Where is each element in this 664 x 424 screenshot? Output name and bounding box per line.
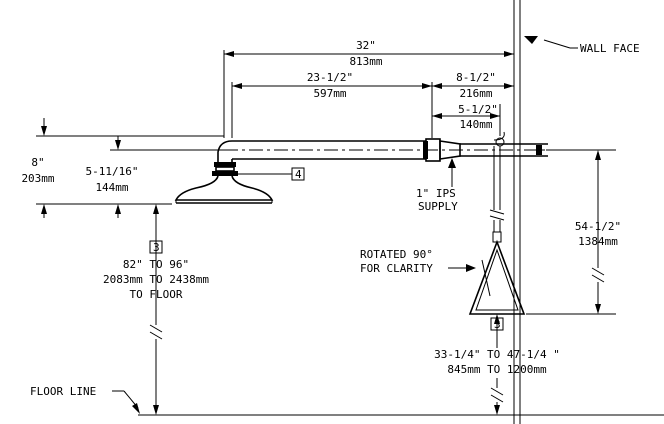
dim-supply-offset-metric: 140mm (459, 118, 492, 131)
supply-label-line1: 1" IPS (416, 187, 456, 200)
dim-supply-offset-imperial: 5-1/2" (458, 103, 498, 116)
showerhead (174, 162, 274, 204)
dim-overall-metric: 813mm (349, 55, 382, 68)
rotated-label-line2: FOR CLARITY (360, 262, 433, 275)
dim-handle-floor-imperial: 33-1/4" TO 47-1/4 " (434, 348, 560, 361)
dim-handle-floor-metric: 845mm TO 1200mm (447, 363, 547, 376)
dim-arm-metric: 597mm (313, 87, 346, 100)
dim-handle-to-floor: 3 33-1/4" TO 47-1/4 " 845mm TO 1200mm (434, 314, 560, 415)
dim-head-floor-imperial: 82" TO 96" (123, 258, 189, 271)
dim-pull-rod-imperial: 54-1/2" (575, 220, 621, 233)
supply-label-line2: SUPPLY (418, 200, 458, 213)
dim-head-drop: 8" 203mm (21, 118, 224, 218)
rotated-label: ROTATED 90° FOR CLARITY (360, 248, 476, 275)
dim-head-drop-imperial: 8" (31, 156, 44, 169)
dim-head-to-floor: 3 82" TO 96" 2083mm TO 2438mm TO FLOOR (103, 204, 209, 415)
wall (513, 0, 521, 424)
dim-overall-reach: 32" 813mm (223, 39, 514, 138)
dim-pull-rod-length: 54-1/2" 1384mm (526, 149, 621, 315)
dim-head-height: 5-11/16" 144mm (86, 136, 224, 218)
dim-handle-floor-callout: 3 (494, 318, 501, 331)
floor-line-label: FLOOR LINE (30, 385, 140, 414)
supply-label: 1" IPS SUPPLY (416, 158, 458, 213)
rotated-label-line1: ROTATED 90° (360, 248, 433, 261)
dim-pull-rod-metric: 1384mm (578, 235, 618, 248)
dim-wall-supply-imperial: 8-1/2" (456, 71, 496, 84)
dim-wall-to-supply: 8-1/2" 216mm (432, 71, 514, 100)
dim-arm-imperial: 23-1/2" (307, 71, 353, 84)
dim-arm-length: 23-1/2" 597mm (231, 71, 433, 138)
showerhead-callout-number: 4 (295, 168, 302, 181)
shower-arm (217, 138, 548, 164)
pull-rod-assembly (468, 131, 526, 315)
dim-head-floor-metric: 2083mm TO 2438mm (103, 273, 209, 286)
floor-line-text: FLOOR LINE (30, 385, 96, 398)
dim-head-floor-suffix: TO FLOOR (130, 288, 183, 301)
wall-face-text: WALL FACE (580, 42, 640, 55)
showerhead-callout: 4 (238, 167, 305, 181)
dim-head-floor-callout: 3 (153, 241, 160, 254)
dim-head-height-imperial: 5-11/16" (86, 165, 139, 178)
dim-supply-offset: 5-1/2" 140mm (432, 103, 501, 136)
dim-head-height-metric: 144mm (95, 181, 128, 194)
dim-head-drop-metric: 203mm (21, 172, 54, 185)
dim-wall-supply-metric: 216mm (459, 87, 492, 100)
wall-face-label: WALL FACE (524, 36, 640, 55)
dim-overall-imperial: 32" (356, 39, 376, 52)
